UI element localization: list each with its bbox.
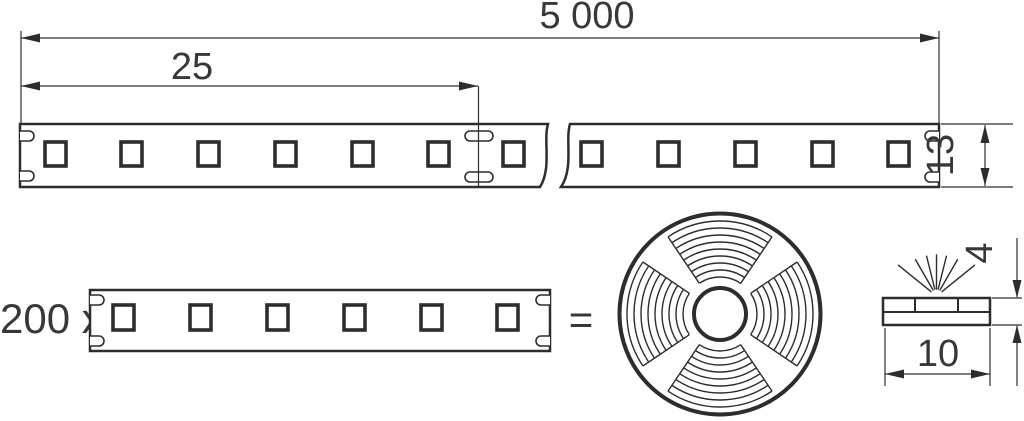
- arrowhead-up: [1012, 325, 1022, 343]
- pad-right-top: [924, 130, 939, 142]
- arrowhead-right: [971, 369, 990, 379]
- segment-multiplier-label: 200 x: [0, 295, 103, 342]
- led-chips-segment-strip: [111, 303, 520, 332]
- led-chip: [501, 140, 526, 168]
- reel-hub: [692, 286, 748, 342]
- pad-right-bottom: [924, 171, 939, 183]
- arrowhead-down: [980, 168, 990, 186]
- led-chip: [579, 140, 604, 168]
- led-chip: [119, 140, 144, 168]
- dimension-cut-segment: 25: [21, 46, 478, 91]
- led-chip: [426, 140, 451, 168]
- cut-segment-label: 25: [171, 46, 213, 88]
- light-rays-icon: [897, 254, 976, 293]
- arrowhead-down: [1012, 280, 1022, 298]
- pad-right-top: [535, 294, 550, 306]
- strip-profile-cross-section: [881, 254, 992, 327]
- led-chip: [188, 303, 213, 332]
- led-strip-segment: [88, 288, 552, 353]
- led-chip: [342, 303, 367, 332]
- dimension-profile-width: 10: [884, 328, 991, 386]
- led-chips-top-strip: [43, 140, 911, 168]
- led-chip: [196, 140, 221, 168]
- dimension-overall-length: 5 000: [20, 0, 940, 123]
- led-strip-top-view: [18, 86, 941, 189]
- led-chip: [419, 303, 444, 332]
- arrowhead-left: [21, 33, 40, 43]
- led-chip: [111, 303, 136, 332]
- segment-solder-pads: [90, 294, 550, 347]
- led-chip: [265, 303, 290, 332]
- pad-left-bottom: [90, 335, 105, 347]
- led-chip: [656, 140, 681, 168]
- led-chip: [273, 140, 298, 168]
- reel-outer-rim: [617, 211, 823, 417]
- pad-right-bottom: [535, 335, 550, 347]
- overall-length-label: 5 000: [539, 0, 634, 37]
- reel-wound-tape-arcs: [626, 220, 814, 408]
- strip-width-label: 13: [920, 134, 962, 176]
- arrowhead-up: [980, 125, 990, 143]
- reel-sector-edges: [642, 236, 798, 392]
- led-chip: [733, 140, 758, 168]
- segment-body: [88, 288, 552, 353]
- dimension-profile-height: 4: [959, 238, 1022, 386]
- pad-left-top: [20, 130, 35, 142]
- led-chip: [810, 140, 835, 168]
- arrowhead-left: [885, 369, 904, 379]
- dimension-strip-width: 13: [920, 123, 1013, 188]
- pad-left-bottom: [20, 170, 35, 182]
- arrowhead-right: [459, 81, 478, 91]
- arrowhead-left: [21, 81, 40, 91]
- led-chip: [495, 303, 520, 332]
- profile-width-label: 10: [917, 333, 959, 375]
- arrowhead-right: [920, 33, 939, 43]
- led-chip: [43, 140, 68, 168]
- equals-sign: =: [569, 296, 594, 343]
- pad-left-top: [90, 294, 105, 306]
- led-chip: [886, 140, 911, 168]
- led-chip: [350, 140, 375, 168]
- tape-reel-icon: [617, 211, 823, 417]
- profile-height-label: 4: [959, 242, 1001, 263]
